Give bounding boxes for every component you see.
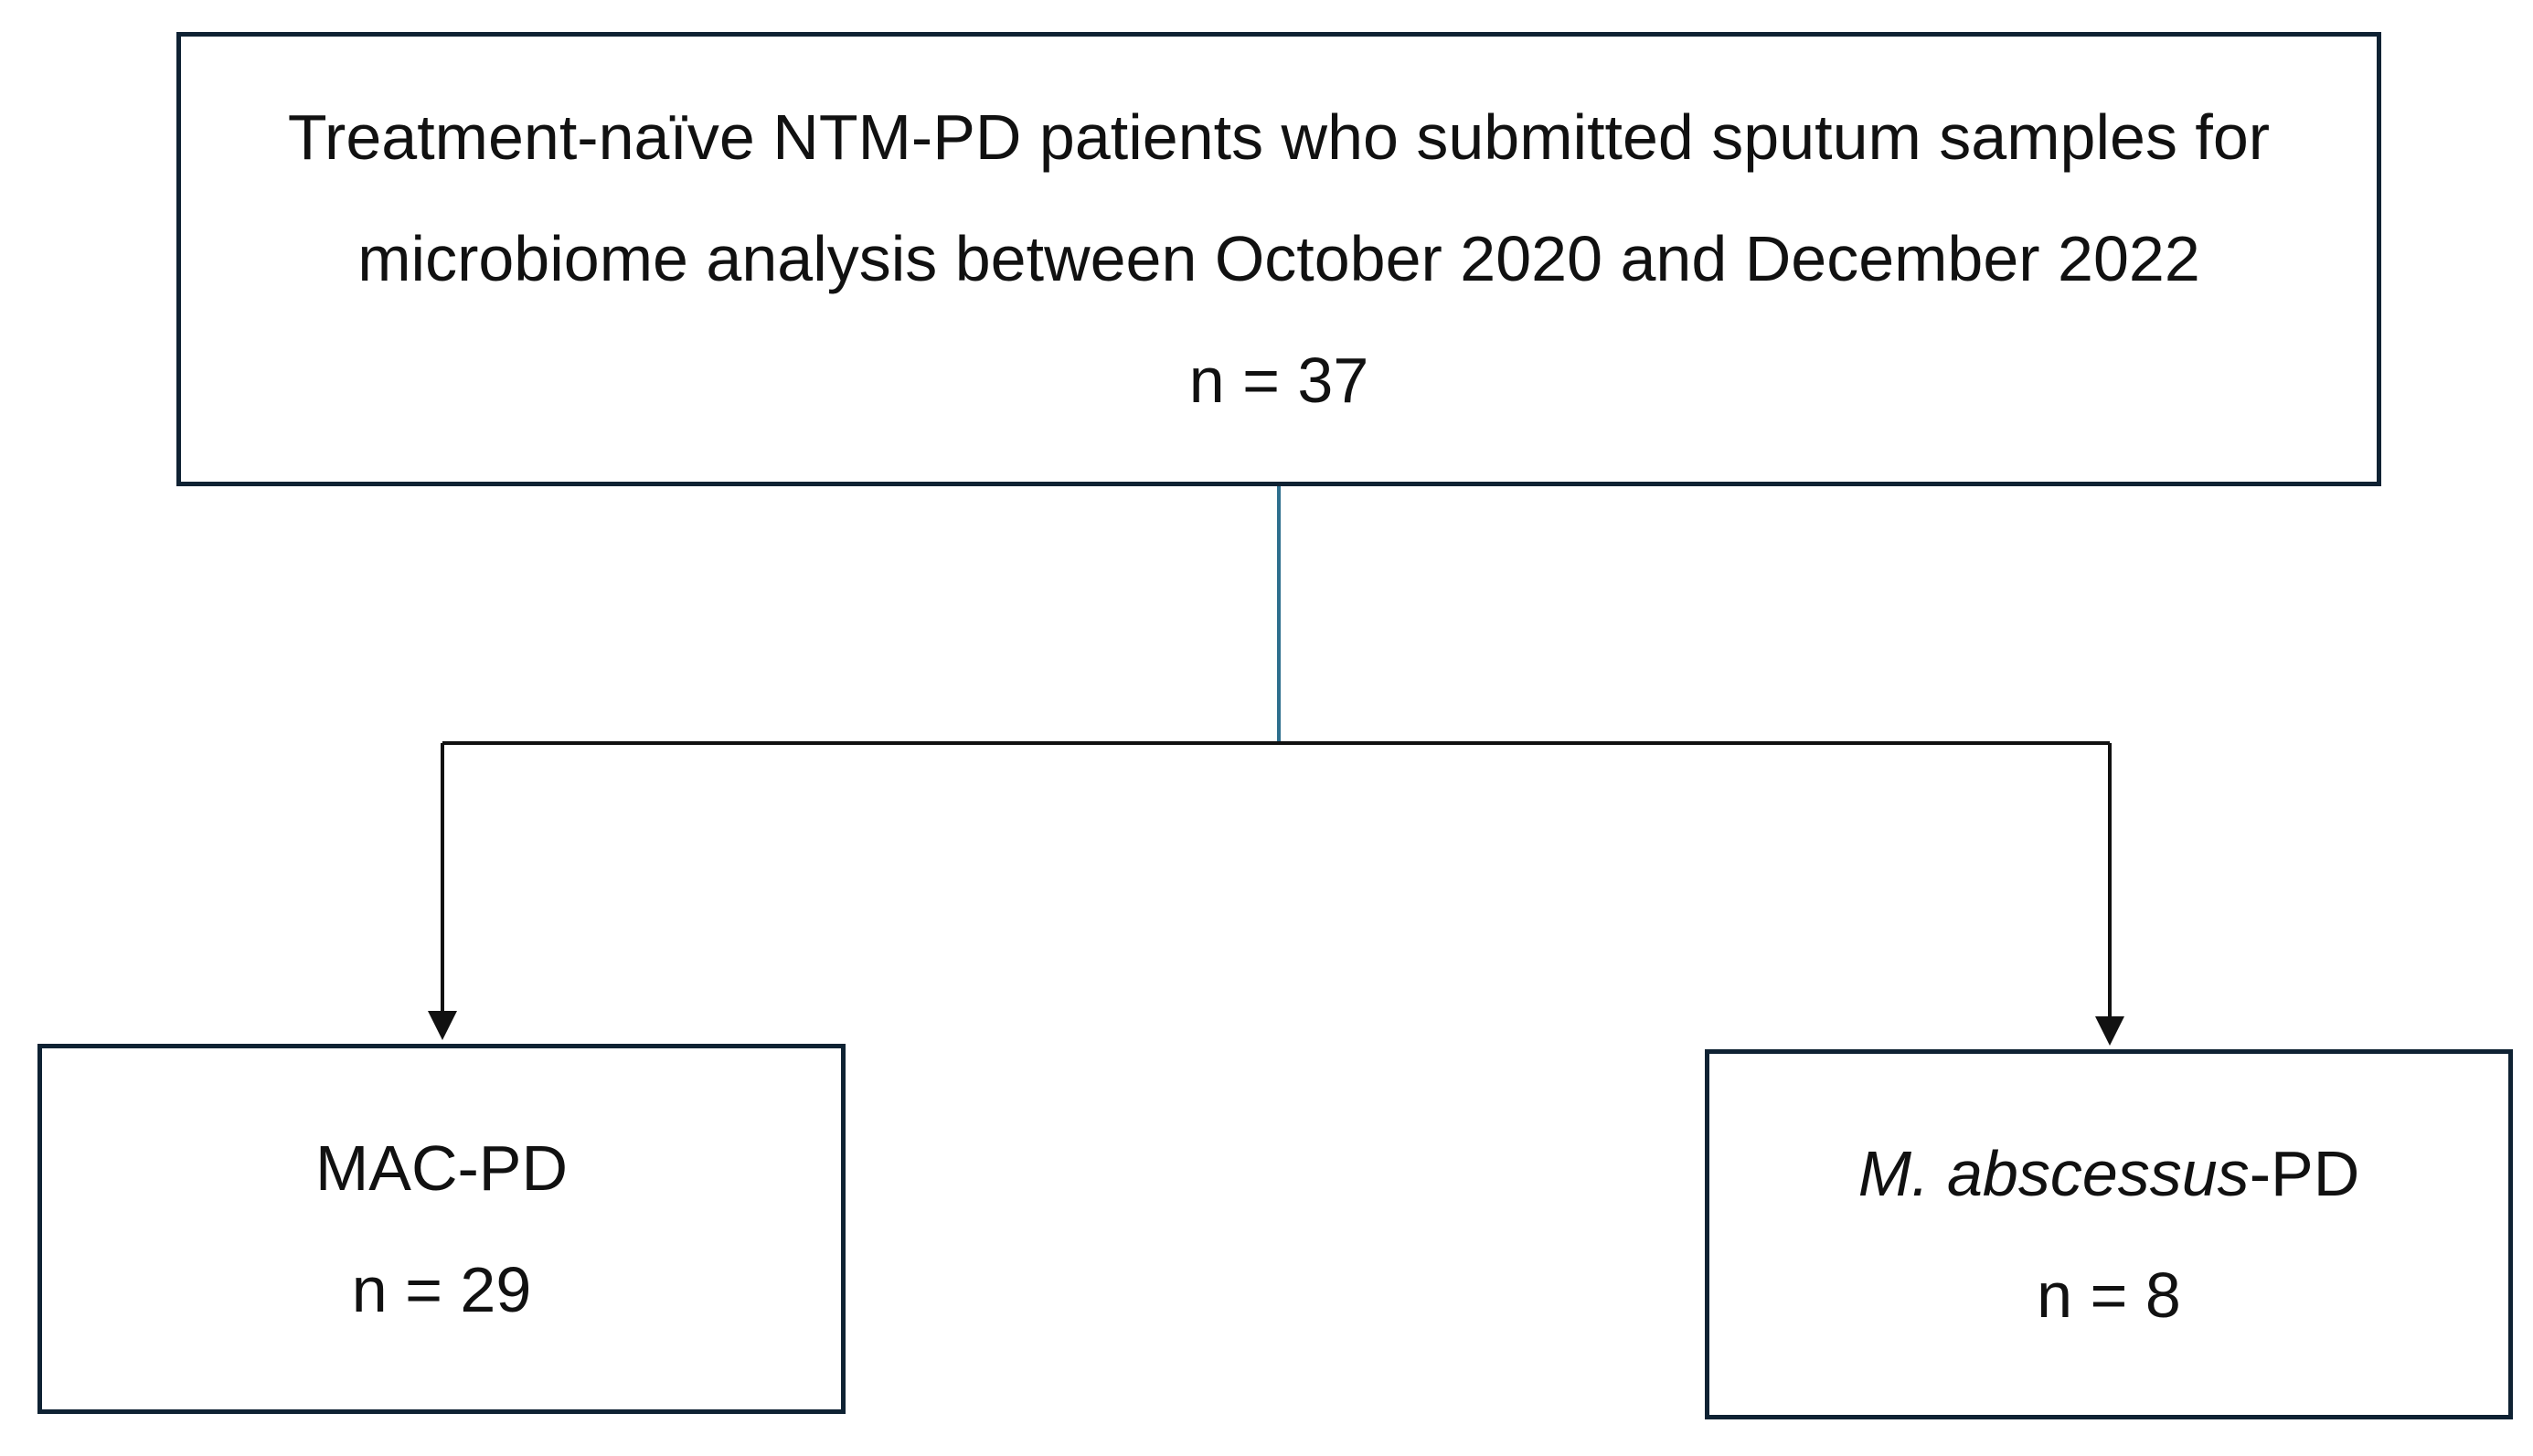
right-box-count: n = 8 <box>2037 1259 2181 1331</box>
top-box-all-patients: Treatment-naïve NTM-PD patients who subm… <box>176 32 2381 486</box>
right-box-label-suffix: -PD <box>2249 1137 2360 1209</box>
left-box-count: n = 29 <box>351 1253 532 1325</box>
right-box-label: M. abscessus-PD <box>1858 1113 2360 1235</box>
left-box-label: MAC-PD <box>314 1132 569 1204</box>
top-box-count: n = 37 <box>1188 345 1369 416</box>
top-box-line-2: microbiome analysis between October 2020… <box>357 223 2200 294</box>
right-box-label-species: M. abscessus <box>1857 1137 2250 1209</box>
top-box-line-1: Treatment-naïve NTM-PD patients who subm… <box>287 101 2271 173</box>
right-box-m-abscessus-pd: M. abscessus-PD n = 8 <box>1705 1049 2513 1419</box>
left-box-mac-pd: MAC-PD n = 29 <box>37 1044 846 1414</box>
